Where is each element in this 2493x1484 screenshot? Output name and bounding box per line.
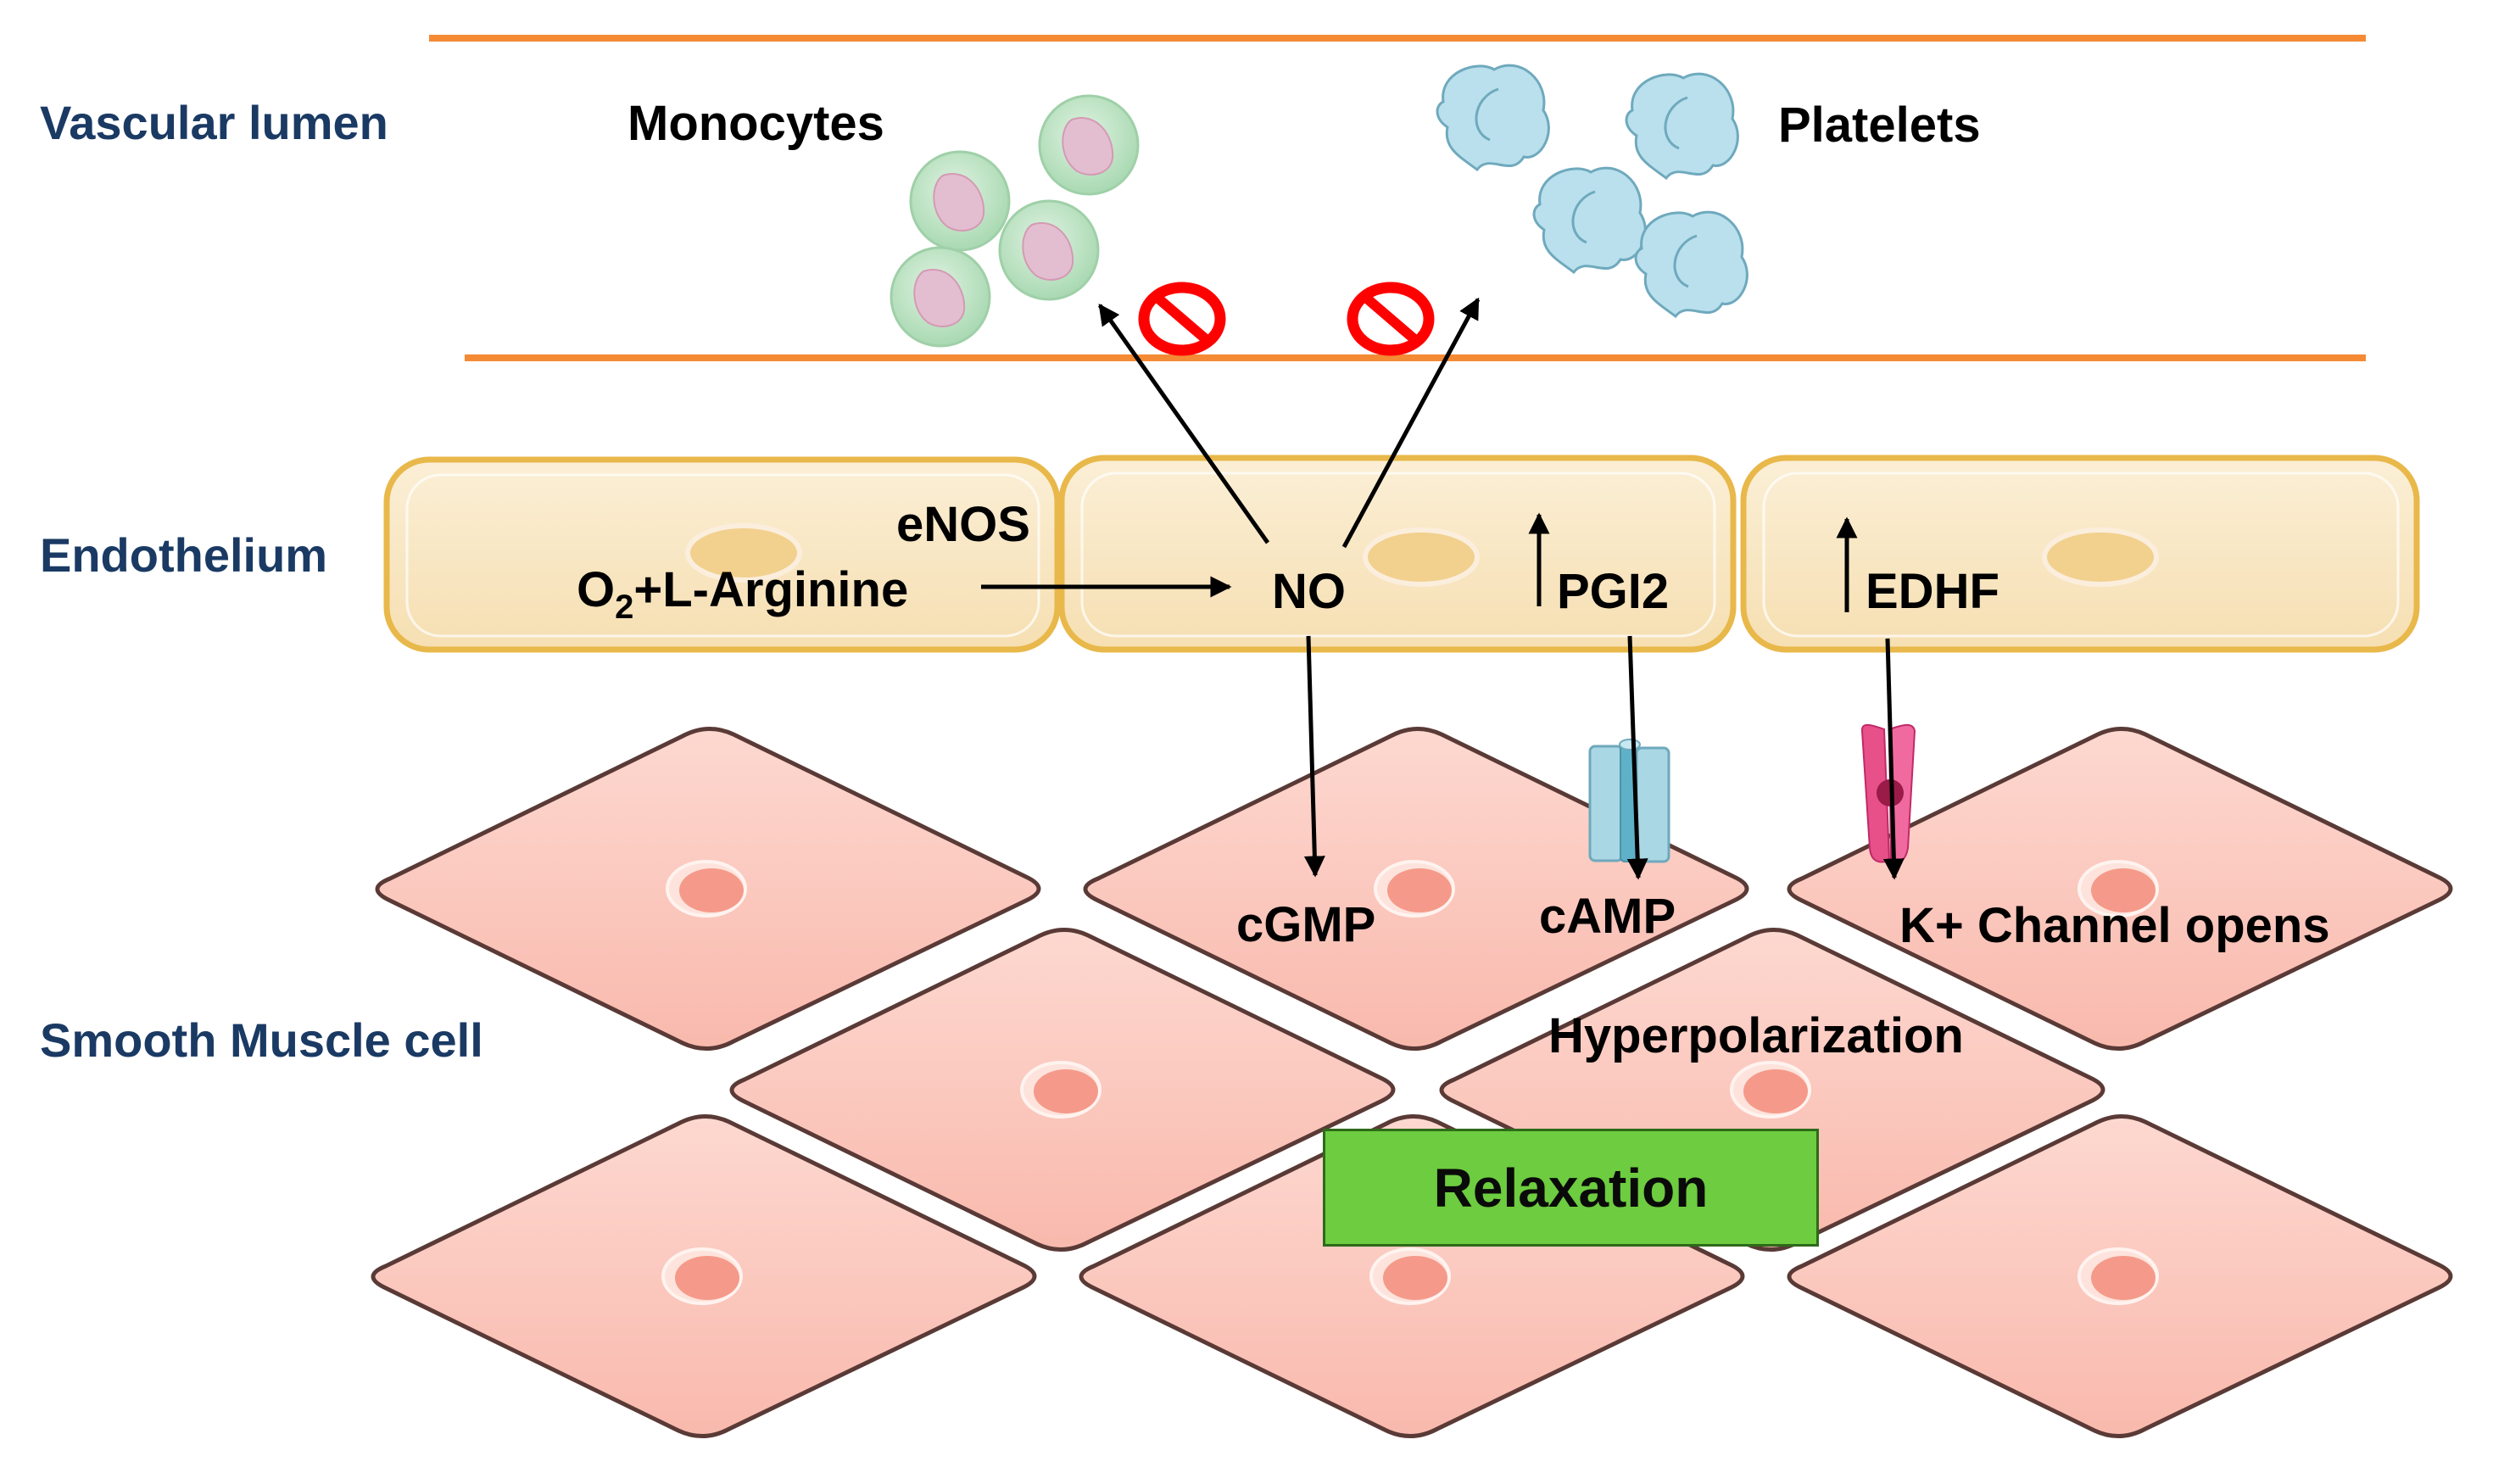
platelet-icon xyxy=(1436,64,1550,172)
gpcr-receptor-icon xyxy=(1588,739,1670,863)
hyperpolarization-label: Hyperpolarization xyxy=(1548,1008,1964,1063)
substrate-main: O xyxy=(577,562,616,617)
smooth-muscle-cell xyxy=(375,726,1041,1052)
smooth-muscle-cell xyxy=(1787,726,2453,1052)
arrow-no-to-monocytes xyxy=(1097,303,1270,544)
region-label-vascular-lumen: Vascular lumen xyxy=(40,96,388,149)
arrow-no-to-cgmp xyxy=(1303,635,1325,878)
pgi2-label: PGI2 xyxy=(1557,564,1670,619)
endothelial-nucleus xyxy=(685,523,802,583)
platelet-icon xyxy=(1634,210,1748,319)
substrate-label: O2+L-Arginine xyxy=(577,561,908,627)
monocyte-icon xyxy=(909,150,1011,252)
platelet-icon xyxy=(1532,166,1647,275)
inhibit-icon xyxy=(1138,282,1226,356)
smooth-muscle-cell xyxy=(371,1113,1037,1439)
monocyte-icon xyxy=(890,246,991,348)
camp-label: cAMP xyxy=(1539,889,1676,944)
smooth-muscle-cell xyxy=(729,927,1396,1252)
enos-label: eNOS xyxy=(896,497,1030,552)
relaxation-box: Relaxation xyxy=(1323,1129,1819,1247)
region-label-smooth-muscle: Smooth Muscle cell xyxy=(40,1013,483,1067)
inhibit-icon xyxy=(1347,282,1435,356)
pathway-arrows xyxy=(981,297,1905,880)
arrow-edhf-to-k-channel xyxy=(1882,638,1905,880)
smooth-muscle-cell xyxy=(1787,1113,2453,1439)
platelet-icon xyxy=(1625,72,1739,181)
no-label: NO xyxy=(1272,564,1346,619)
region-label-endothelium: Endothelium xyxy=(40,528,328,582)
platelets-label: Platelets xyxy=(1778,98,1981,153)
monocyte-icon xyxy=(998,199,1100,301)
monocytes xyxy=(890,94,1140,348)
endothelial-cell xyxy=(383,456,1061,653)
monocytes-label: Monocytes xyxy=(627,96,884,151)
monocyte-icon xyxy=(1038,94,1140,196)
endothelial-cell xyxy=(1740,455,2420,653)
k-channel-icon xyxy=(1861,724,1916,863)
endothelial-nucleus xyxy=(2042,527,2159,587)
endothelial-cell xyxy=(1058,455,1737,653)
k-channel-label: K+ Channel opens xyxy=(1899,898,2330,953)
smooth-muscle-cells xyxy=(371,726,2453,1439)
arrow-no-to-platelets xyxy=(1341,297,1481,549)
substrate-subscript: 2 xyxy=(615,589,634,626)
relaxation-label: Relaxation xyxy=(1433,1157,1709,1219)
edhf-label: EDHF xyxy=(1866,564,1999,619)
endothelial-nucleus xyxy=(1363,527,1480,587)
smooth-muscle-cell xyxy=(1083,726,1749,1052)
arrow-pgi2-to-camp xyxy=(1626,635,1648,880)
cgmp-label: cGMP xyxy=(1236,897,1376,952)
platelets xyxy=(1436,64,1748,319)
substrate-rest: +L-Arginine xyxy=(633,562,909,617)
endothelial-cells xyxy=(383,455,2420,653)
